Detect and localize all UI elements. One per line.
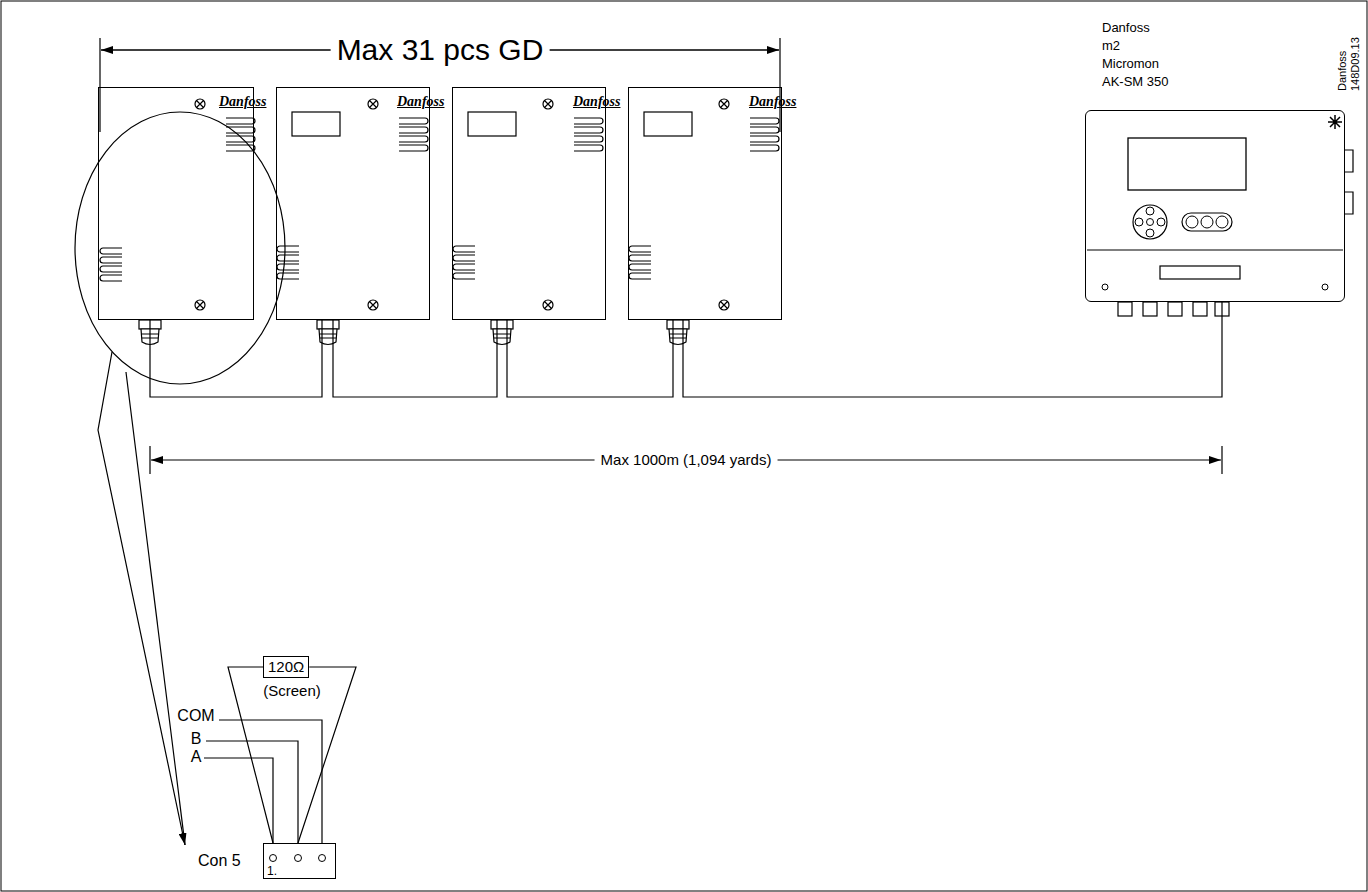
device-name: Danfoss m2 Micromon AK-SM 350 [1102, 19, 1170, 91]
controller-unit: Danfoss m2 Micromon AK-SM 350 [1085, 110, 1345, 302]
gas-detector: Danfoss [452, 87, 606, 320]
terminal-block: Con 51. [263, 843, 336, 879]
wire-note: (Screen) [263, 682, 321, 699]
resistor-value: 120Ω [264, 657, 308, 677]
gas-detector: Danfoss [276, 87, 430, 320]
brand-logo: Danfoss [749, 94, 796, 110]
signal-name: COM [177, 707, 214, 725]
bus-cable [333, 320, 497, 397]
pin-number: 1. [267, 865, 277, 878]
dimension-label: Max 1000m (1,094 yards) [595, 451, 778, 468]
gas-detector: Danfoss [98, 87, 254, 320]
bus-cable [150, 320, 322, 397]
signal-name: A [191, 748, 202, 766]
bus-cable [507, 320, 673, 397]
dimension-label: Max 31 pcs GD [331, 33, 550, 68]
brand-logo: Danfoss [573, 94, 620, 110]
resistor-box: 120Ω [263, 656, 309, 678]
brand-logo: Danfoss [219, 94, 266, 110]
gas-detector: Danfoss [628, 87, 782, 320]
connector-name: Con 5 [198, 852, 241, 870]
signal-name: B [191, 730, 202, 748]
drawing-number: Danfoss 148D09.13 [1336, 29, 1361, 91]
bus-cable [683, 302, 1222, 397]
brand-logo: Danfoss [397, 94, 444, 110]
